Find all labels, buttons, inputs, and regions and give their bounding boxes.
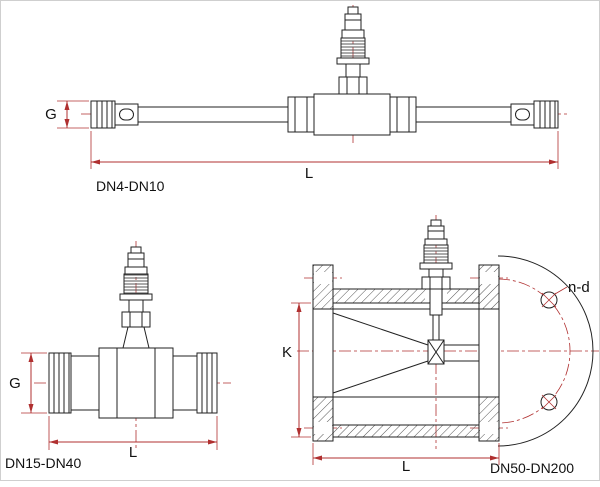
dim-label-k: K xyxy=(282,344,292,361)
view-label: DN15-DN40 xyxy=(5,455,81,471)
dim-label-l: L xyxy=(305,165,313,182)
view-label: DN4-DN10 xyxy=(96,178,165,194)
dim-label-g: G xyxy=(45,106,57,123)
right-pipe xyxy=(415,106,512,123)
flange-end-view: n-d xyxy=(497,255,594,447)
sensor-transmitter xyxy=(336,6,370,95)
right-flange xyxy=(478,264,500,442)
dim-label-g: G xyxy=(9,375,21,392)
left-flange xyxy=(312,264,334,442)
dimension-l: L xyxy=(312,443,500,475)
dimension-k: K xyxy=(282,302,311,438)
meter-body xyxy=(287,93,417,136)
dimension-g: G xyxy=(9,352,47,414)
meter-body-section xyxy=(332,288,480,438)
bolt-holes-label: n-d xyxy=(568,279,590,296)
left-pipe xyxy=(137,106,289,123)
view-dn50-dn200: n-d xyxy=(282,215,599,476)
meter-body xyxy=(48,347,218,419)
view-dn15-dn40: G L DN15-DN40 xyxy=(5,241,231,471)
dimension-g: G xyxy=(45,100,89,129)
right-threaded-fitting xyxy=(510,100,559,129)
sensor-transmitter xyxy=(419,219,453,290)
dimension-l: L xyxy=(48,416,218,461)
dimension-l: L xyxy=(90,131,559,182)
leader-line xyxy=(554,286,568,295)
dim-label-l: L xyxy=(129,444,137,461)
sensor-transmitter xyxy=(119,246,153,349)
view-dn4-dn10: G L DN4-DN10 xyxy=(45,5,567,194)
view-label: DN50-DN200 xyxy=(490,460,574,476)
dim-label-l: L xyxy=(402,458,410,475)
left-threaded-fitting xyxy=(90,100,139,129)
